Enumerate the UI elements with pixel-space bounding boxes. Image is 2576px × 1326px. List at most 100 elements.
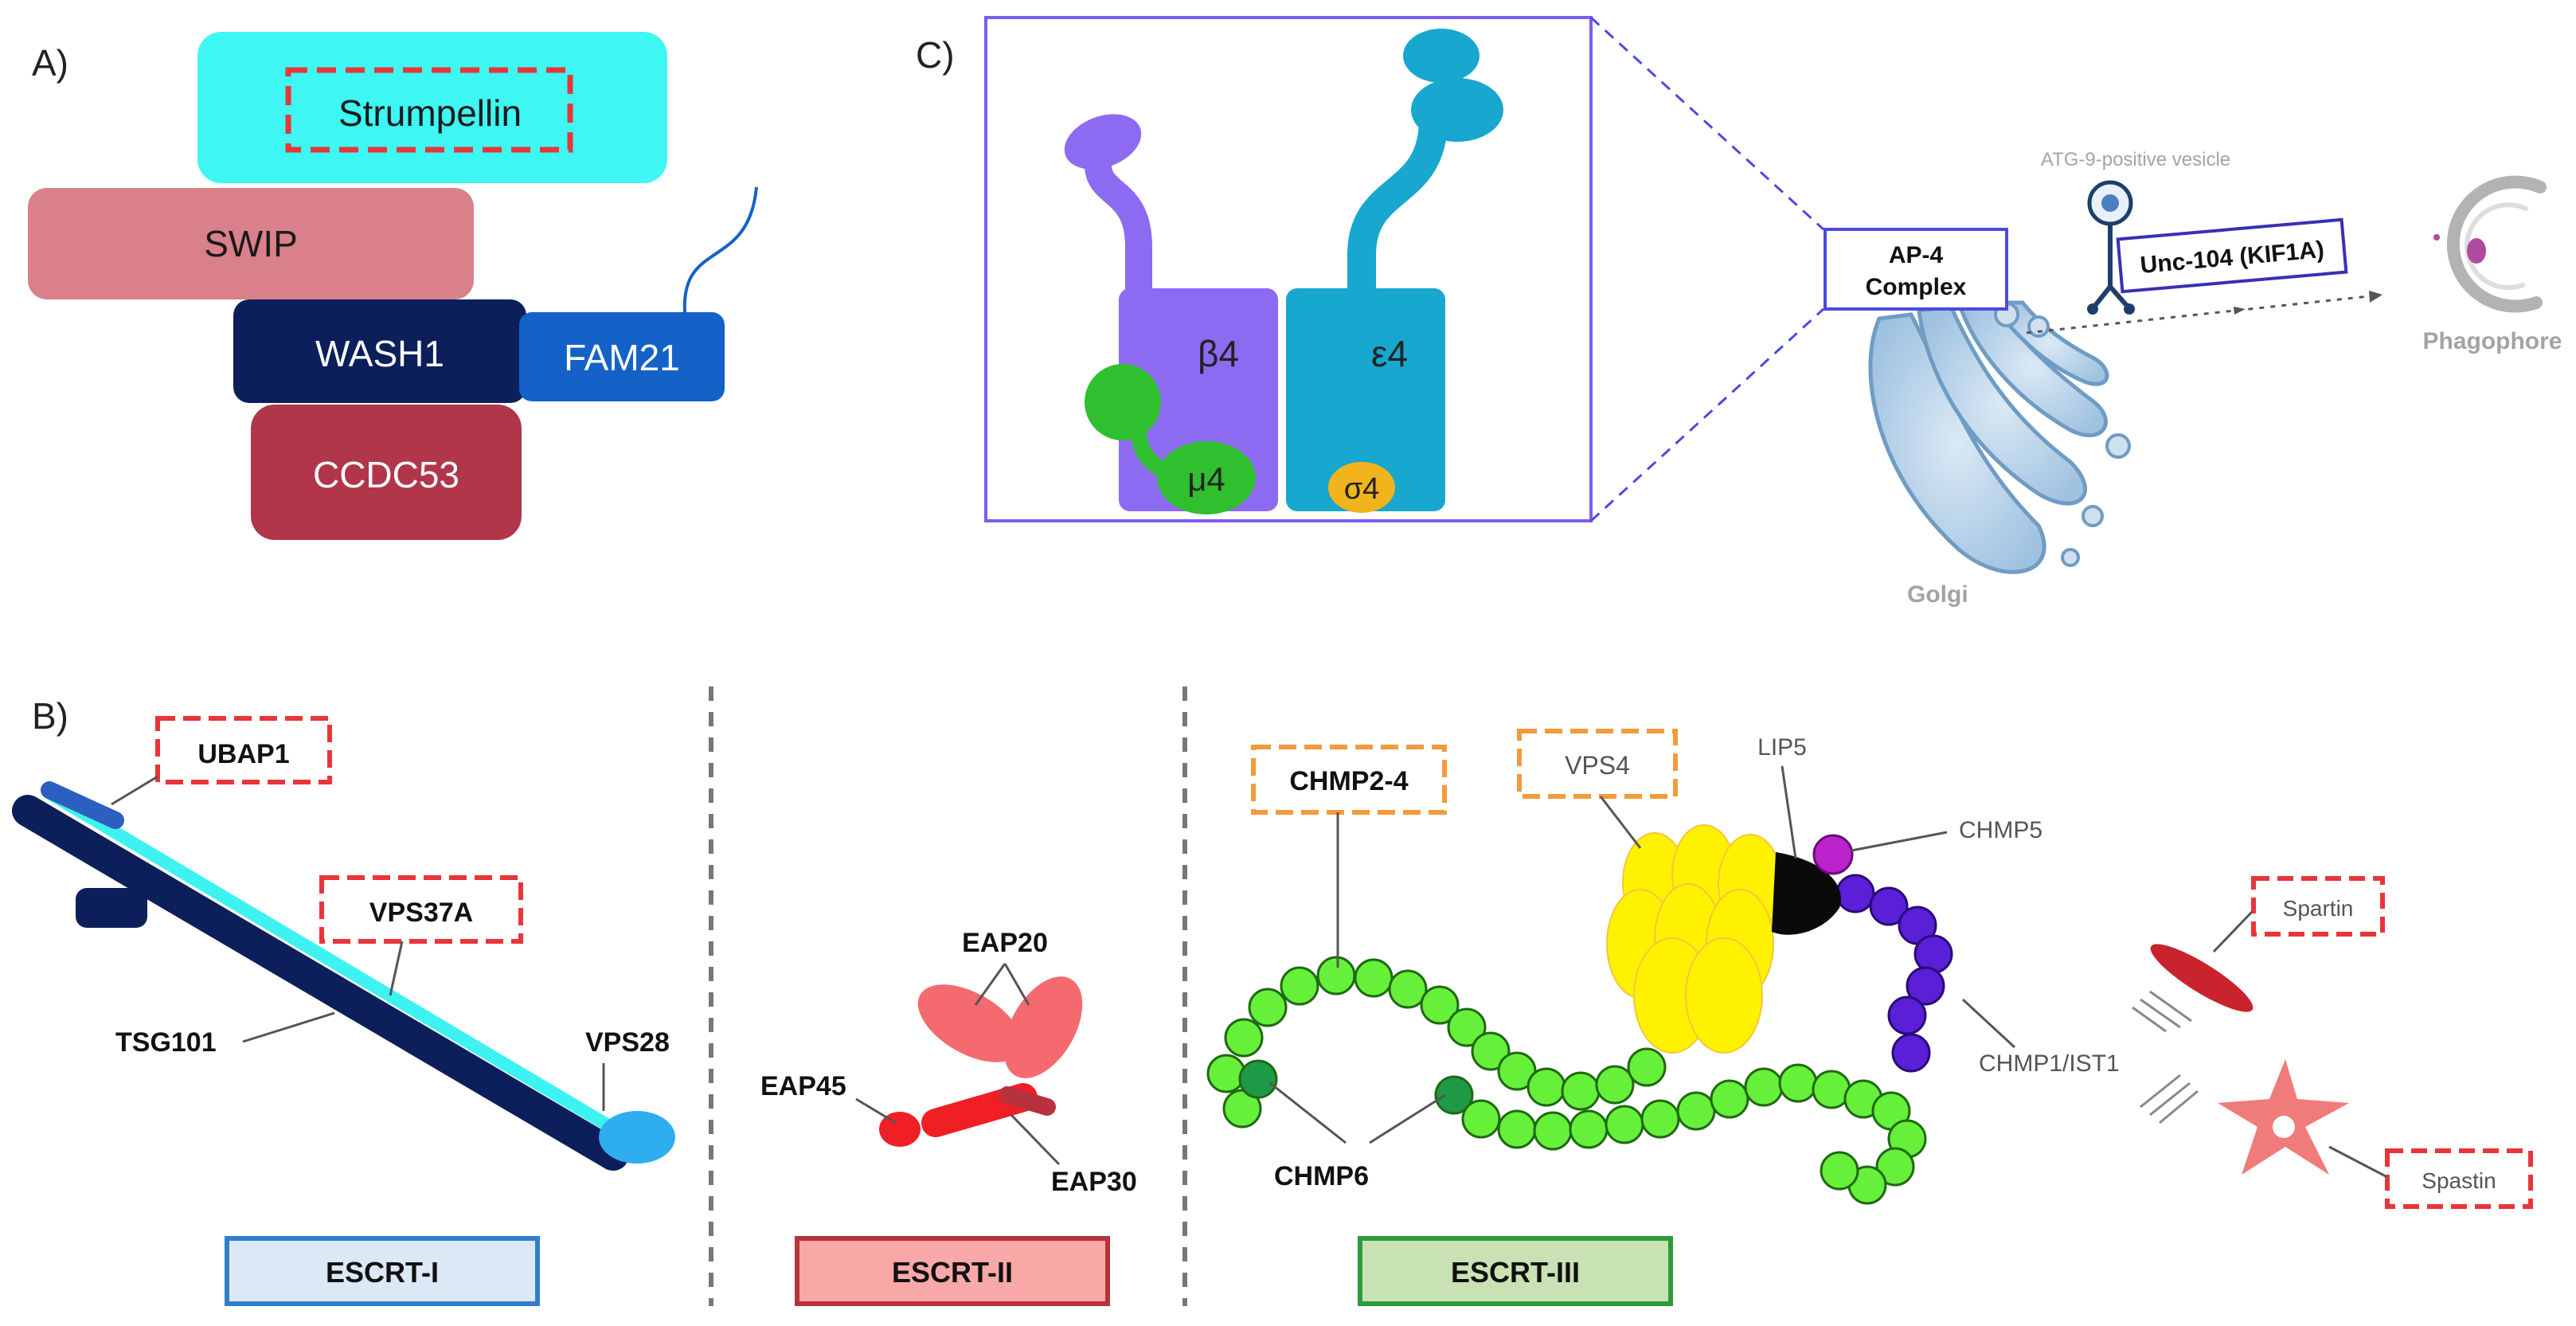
phagophore-cargo [2467,238,2486,264]
spastin-motion-lines [2140,1074,2199,1125]
vps37a-label: VPS37A [369,898,473,928]
sigma4-label: σ4 [1344,472,1380,506]
chmp1-bead [1913,934,1953,974]
vps4-hexamer [1606,824,1783,1054]
transport-arrow-head [2369,291,2383,303]
escrt1-group: UBAP1 VPS37A TSG101 VPS28 ESCRT-I [12,716,675,1306]
eap30-leader [1010,1113,1061,1166]
eap20-leader-b [1003,963,1030,1006]
chmp24-bead [1388,969,1428,1009]
escrt1-title: ESCRT-I [326,1256,439,1289]
ccdc53-label: CCDC53 [313,454,459,495]
golgi-label: Golgi [1907,581,1968,608]
escrt3-title: ESCRT-III [1451,1256,1580,1289]
unc104-box [2116,217,2348,294]
escrt3-group: CHMP2-4 VPS4 LIP5 CHMP5 CHMP1/IST1 CHMP6… [1206,729,2533,1306]
spastin-pore [2273,1116,2295,1138]
wash1-label: WASH1 [315,333,444,374]
chmp6-bead [1434,1075,1474,1115]
phagophore-icon [2446,175,2547,313]
spartin-shape [2150,944,2254,1012]
eap20-lobe-left [917,984,1022,1062]
beta4-ear [1064,114,1142,170]
escrt3-title-box [1358,1236,1673,1306]
chmp24-bead [1627,1047,1667,1087]
chmp24-bead [1248,988,1288,1027]
chmp24-bead [1206,1054,1246,1093]
eap45-leader [855,1097,897,1125]
epsilon4-label: ε4 [1371,333,1408,374]
golgi-illustration [1868,296,2131,574]
swip-block [28,188,474,299]
ap4-complex-box [1824,228,2008,311]
chmp1-label: CHMP1/IST1 [1979,1050,2120,1077]
beta4-hinge [1084,142,1152,302]
vps37a-rod [43,787,621,1136]
panel-a: A) Strumpellin SWIP WASH1 FAM21 CCDC53 [28,32,758,540]
escrt1-nub [76,888,147,928]
panel-b-letter: B) [32,695,68,737]
spartin-label: Spartin [2283,896,2354,921]
spartin-motion-lines [2132,990,2192,1033]
tsg101-rod [12,795,629,1171]
chmp24-bead [1471,1031,1511,1071]
chmp24-bead [1224,1018,1264,1058]
ap4-label-line1: AP-4 [1889,242,1944,268]
chmp1-bead [1835,874,1875,913]
phagophore-label: Phagophore [2422,328,2562,354]
chmp24-bead [1420,985,1460,1025]
chmp24-bead [1820,1151,1859,1191]
atg9-vesicle-icon [2087,180,2135,315]
chmp6-leader-a [1269,1082,1347,1144]
ubap1-box [155,716,332,784]
panel-c: C) β4 ε4 μ4 σ4 [916,16,2562,608]
sigma4-domain [1328,462,1395,513]
chmp24-bead [1354,958,1394,998]
strumpellin-label: Strumpellin [338,92,522,134]
chmp1-bead [1906,966,1945,1006]
chmp24-bead [1569,1109,1609,1149]
epsilon4-hinge [1347,105,1448,303]
chmp6-leader-b [1369,1093,1446,1144]
panel-b: B) UBAP1 VPS37A TSG101 VPS28 ESCRT-I [12,686,2533,1306]
ubap1-leader [111,775,158,806]
mu4-label: μ4 [1187,460,1225,498]
escrt2-title-box [795,1236,1110,1306]
chmp24-bead [1526,1067,1566,1107]
zoom-connector-top [1589,16,1825,231]
lip5-domain [1772,852,1841,935]
epsilon4-ear-top [1403,29,1480,83]
chmp24-bead [1640,1099,1680,1139]
vps37a-leader [389,941,404,996]
eap20-lobe-right [1003,976,1083,1078]
transport-arrow-line [2026,295,2370,334]
panel-a-letter: A) [32,42,68,84]
eap20-leader-a [974,963,1007,1006]
chmp24-bead [1744,1067,1784,1107]
spastin-label: Spastin [2422,1168,2496,1193]
spastin-leader [2328,1145,2388,1179]
panel-c-letter: C) [916,34,955,76]
chmp-chain [1206,874,1953,1205]
chmp24-bead [1875,1147,1915,1187]
ccdc53-block [251,405,522,540]
mu4-appendage [1085,364,1161,440]
strumpellin-highlight-box [285,67,573,153]
chmp24-bead [1316,956,1356,995]
phagophore-inner [2465,202,2528,291]
vps28-label: VPS28 [585,1027,670,1058]
fam21-label: FAM21 [564,337,680,378]
escrt2-title: ESCRT-II [892,1256,1013,1289]
chmp1-leader [1961,998,2016,1049]
chmp1-bead [1891,1033,1931,1073]
eap20-label: EAP20 [962,928,1048,958]
lip5-label: LIP5 [1757,734,1807,761]
chmp1-bead [1887,995,1927,1035]
chmp24-bead [1561,1071,1601,1111]
escrt1-title-box [225,1236,540,1306]
chmp24-bead [1280,966,1319,1006]
mu4-domain [1157,441,1256,514]
spastin-box [2385,1148,2533,1209]
tsg101-leader [242,1011,335,1043]
